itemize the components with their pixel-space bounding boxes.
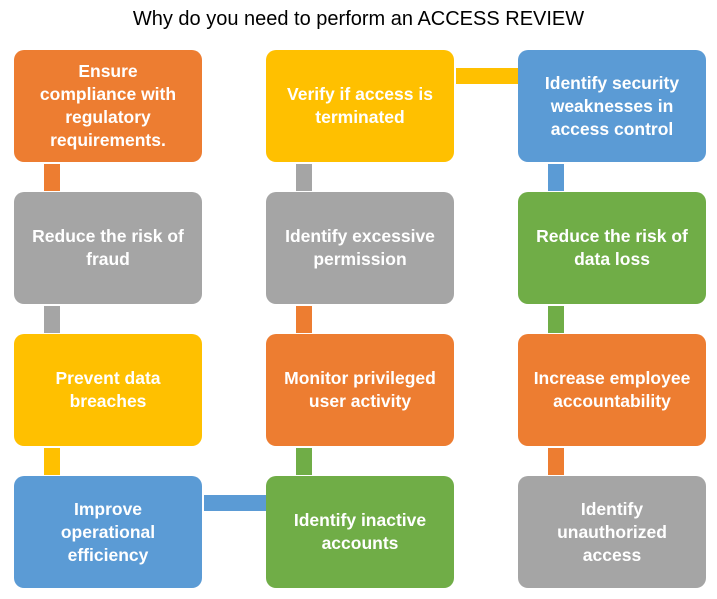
connector <box>44 448 60 475</box>
connector <box>548 164 564 191</box>
connector <box>296 448 312 475</box>
connector <box>296 306 312 333</box>
connector <box>548 306 564 333</box>
connector <box>204 495 266 511</box>
connector <box>456 68 518 84</box>
box-security-weaknesses: Identify security weaknesses in access c… <box>518 50 706 162</box>
box-monitor-privileged: Monitor privileged user activity <box>266 334 454 446</box>
connector <box>296 164 312 191</box>
box-inactive-accounts: Identify inactive accounts <box>266 476 454 588</box>
box-excessive-permission: Identify excessive permission <box>266 192 454 304</box>
box-verify-termination: Verify if access is terminated <box>266 50 454 162</box>
connector <box>44 306 60 333</box>
box-improve-efficiency: Improve operational efficiency <box>14 476 202 588</box>
box-ensure-compliance: Ensure compliance with regulatory requir… <box>14 50 202 162</box>
connector <box>44 164 60 191</box>
box-prevent-breaches: Prevent data breaches <box>14 334 202 446</box>
box-reduce-fraud-risk: Reduce the risk of fraud <box>14 192 202 304</box>
box-unauthorized-access: Identify unauthorized access <box>518 476 706 588</box>
connector <box>548 448 564 475</box>
box-reduce-data-loss: Reduce the risk of data loss <box>518 192 706 304</box>
diagram-title: Why do you need to perform an ACCESS REV… <box>132 8 585 30</box>
box-employee-accountability: Increase employee accountability <box>518 334 706 446</box>
